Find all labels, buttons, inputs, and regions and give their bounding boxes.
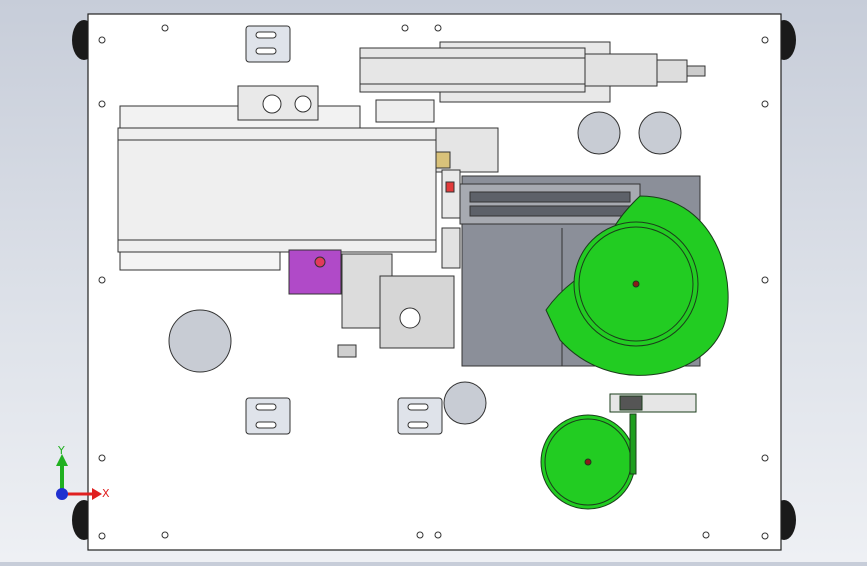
coordinate-triad (56, 454, 102, 500)
purple-bracket (288, 249, 342, 295)
mounting-holes (98, 24, 769, 540)
gripper-column (435, 127, 499, 269)
purple-bracket-bolt (314, 256, 326, 268)
slide-assembly (337, 253, 455, 358)
round-cutouts (168, 111, 682, 425)
linear-module (117, 85, 437, 271)
bowl-feeder-small (540, 393, 697, 510)
top-actuator (359, 41, 706, 123)
bowl-feeder-large (545, 195, 729, 376)
triad-y-label: Y (57, 444, 65, 457)
plate-bracket-mid (397, 397, 443, 435)
triad-x-label: X (102, 487, 110, 500)
plate-bracket-left (245, 397, 291, 435)
plate-bracket-top (245, 25, 291, 63)
